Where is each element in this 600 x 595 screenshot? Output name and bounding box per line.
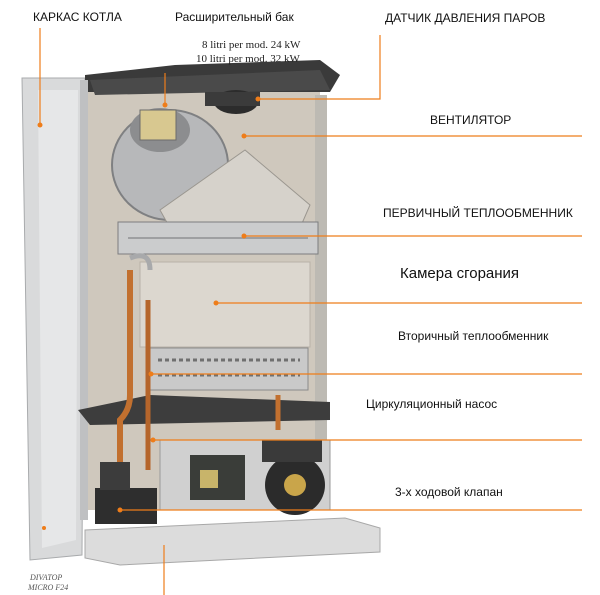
label-expansion-tank: Расширительный бак: [175, 10, 294, 24]
dot-badge: [42, 526, 46, 530]
boiler-left-panel-inner: [38, 90, 78, 548]
dot-frame: [37, 122, 43, 128]
tank-note-32kw: 10 litri per mod. 32 kW: [196, 53, 300, 65]
pump-center: [284, 474, 306, 496]
dot-fan: [241, 133, 247, 139]
boiler-top-cover-front: [90, 70, 330, 95]
pressure-sensor-body: [205, 92, 260, 106]
dot-valve: [117, 507, 123, 513]
valve-actuator: [100, 462, 130, 490]
dot-primary: [241, 233, 247, 239]
base-tray: [78, 395, 330, 425]
label-primary-exchanger: ПЕРВИЧНЫЙ ТЕПЛООБМЕННИК: [383, 206, 573, 220]
pump-motor-top: [262, 440, 322, 462]
dot-pressure-sensor: [255, 96, 261, 102]
dot-secondary: [148, 371, 154, 377]
label-fan: ВЕНТИЛЯТОР: [430, 113, 512, 127]
return-pipe: [129, 253, 153, 271]
three-way-valve: [95, 488, 157, 524]
burner-bar: [149, 347, 309, 391]
dot-pump: [150, 437, 156, 443]
label-three-way-valve: 3-х ходовой клапан: [395, 485, 503, 499]
model-badge-line-1: DIVATOP: [30, 573, 63, 582]
dot-tank: [162, 102, 168, 108]
label-combustion-chamber: Камера сгорания: [400, 265, 520, 282]
label-pressure-sensor: ДАТЧИК ДАВЛЕНИЯ ПАРОВ: [385, 11, 546, 25]
bottom-plate: [84, 517, 381, 566]
label-circulation-pump: Циркуляционный насос: [366, 397, 498, 411]
label-secondary-exchanger: Вторичный теплообменник: [398, 329, 549, 343]
control-board-chip: [200, 470, 218, 488]
combustion-chamber: [139, 261, 311, 348]
leader-lines: [39, 28, 582, 595]
leader-dots: [37, 96, 261, 530]
leader-pressure-sensor: [258, 35, 381, 100]
model-badge-line-2: MICRO F24: [28, 583, 69, 592]
copper-pipe-left: [117, 270, 133, 470]
label-frame: КАРКАС КОТЛА: [33, 10, 122, 24]
fan-motor-body: [139, 109, 177, 141]
dot-chamber: [213, 300, 219, 306]
tank-note-24kw: 8 litri per mod. 24 kW: [202, 39, 301, 51]
boiler-frame-edge: [80, 80, 88, 520]
